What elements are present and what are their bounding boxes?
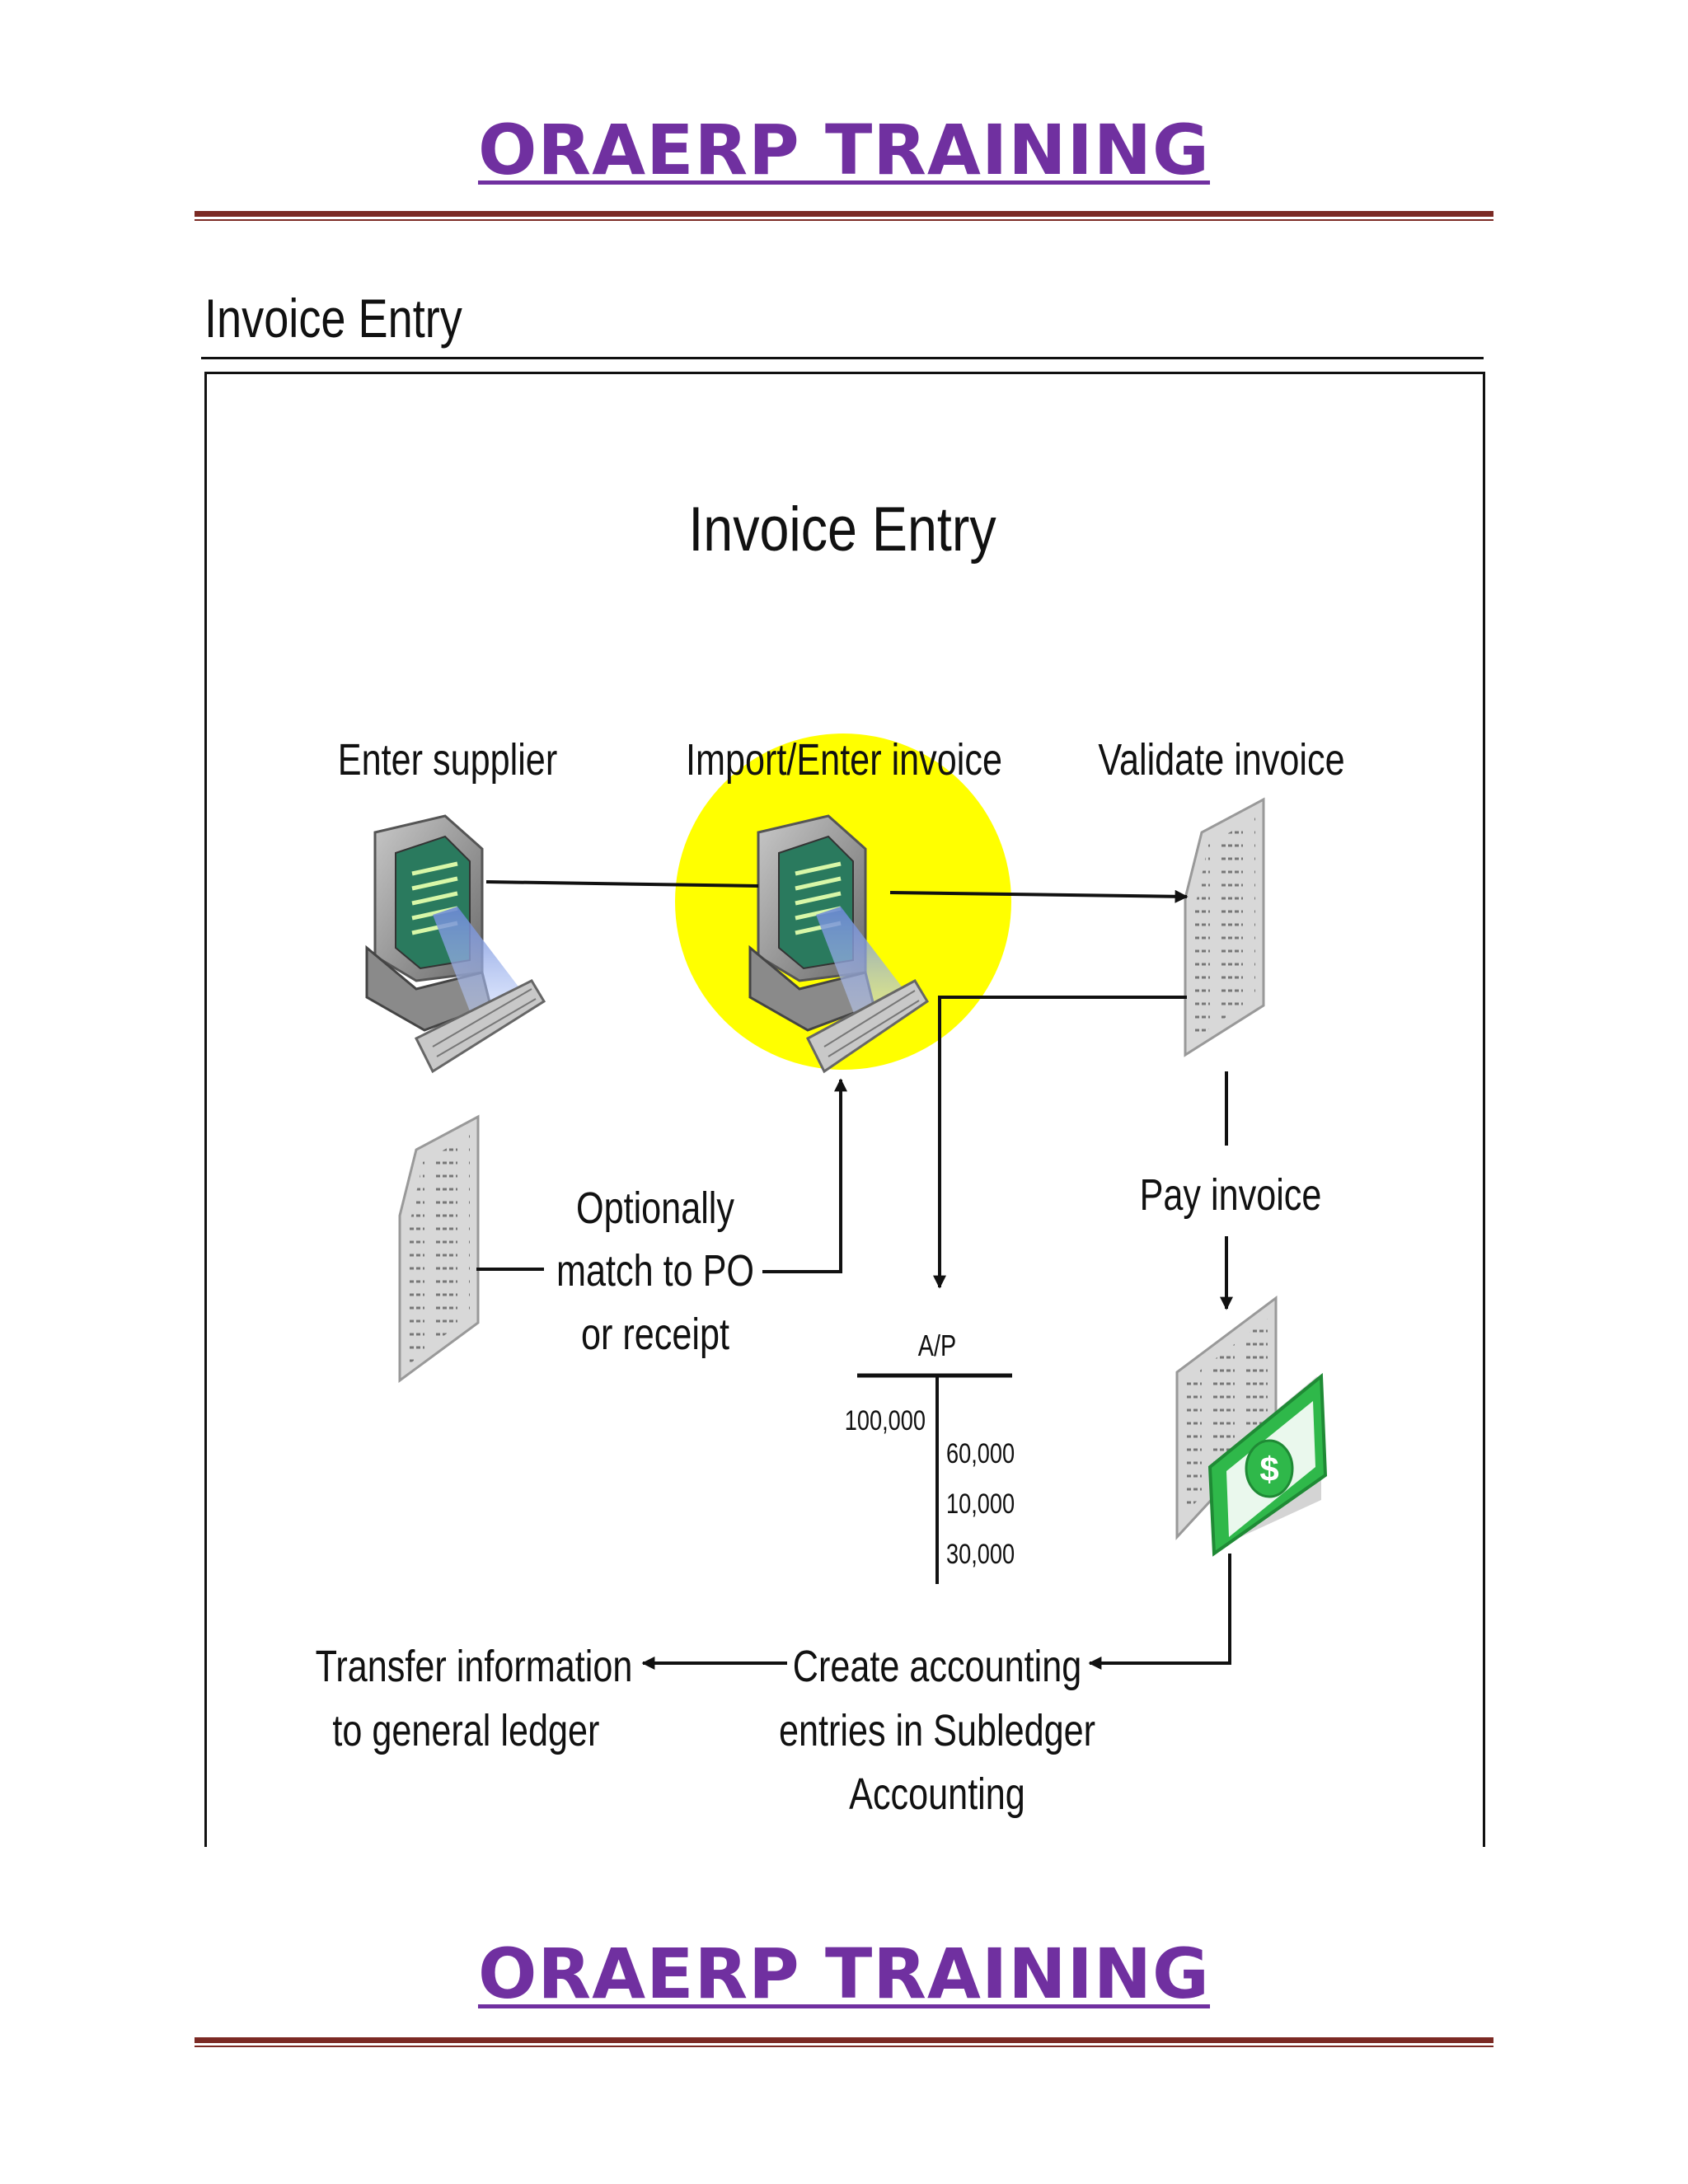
diagram-title: Invoice Entry [688, 494, 996, 564]
step-validate-invoice-label: Validate invoice [1098, 736, 1344, 785]
computer-workstation-icon [748, 814, 930, 1074]
footer-brand: ORAERP TRAINING [477, 1933, 1211, 2014]
ap-t-account: A/P 100,000 60,000 10,000 30,000 [845, 1329, 1015, 1584]
svg-text:$: $ [1259, 1450, 1278, 1488]
t-account-credit-3: 30,000 [946, 1538, 1015, 1570]
t-account-credit-1: 60,000 [946, 1437, 1015, 1469]
diagram-frame-right [1483, 372, 1485, 1847]
connector-match-up [762, 1078, 847, 1273]
t-account-credit-2: 10,000 [946, 1488, 1015, 1520]
step-enter-supplier-label: Enter supplier [338, 736, 557, 785]
footer-rule [195, 2037, 1493, 2047]
optional-match-line-3: or receipt [581, 1310, 729, 1360]
header-rule [195, 211, 1493, 221]
create-accounting-line-2: entries in Subledger [779, 1707, 1095, 1756]
step-pay-invoice-label: Pay invoice [1140, 1171, 1322, 1221]
optional-match-label: Optionally match to PO or receipt [556, 1184, 754, 1360]
invoice-payment-icon: $ [1175, 1296, 1328, 1557]
transfer-gl-label: Transfer information to general ledger [316, 1643, 633, 1756]
transfer-gl-line-2: to general ledger [332, 1707, 599, 1756]
computer-workstation-icon [365, 814, 546, 1074]
create-accounting-line-1: Create accounting [793, 1643, 1081, 1692]
flow-connectors [476, 880, 1233, 1670]
header-brand: ORAERP TRAINING [477, 110, 1211, 190]
document-icon [1184, 797, 1265, 1057]
connector-invoice-to-validate [889, 889, 1189, 903]
t-account-debit: 100,000 [845, 1404, 926, 1436]
diagram-frame-left [204, 372, 207, 1847]
create-accounting-label: Create accounting entries in Subledger A… [779, 1643, 1095, 1820]
connector-payment-to-accounting [1088, 1554, 1231, 1670]
create-accounting-line-3: Accounting [849, 1770, 1025, 1820]
t-account-label: A/P [918, 1329, 956, 1362]
connector-validate-to-ap [933, 996, 1187, 1289]
transfer-gl-line-1: Transfer information [316, 1643, 633, 1692]
dollar-icon: $ [1245, 1439, 1294, 1498]
diagram-frame-top [204, 372, 1485, 374]
step-import-enter-invoice-label: Import/Enter invoice [686, 736, 1002, 785]
section-title: Invoice Entry [204, 288, 462, 349]
document-icon [398, 1114, 480, 1383]
section-underline [201, 357, 1484, 359]
connector-supplier-to-invoice [485, 880, 759, 888]
optional-match-line-2: match to PO [556, 1247, 754, 1296]
optional-match-line-1: Optionally [576, 1184, 735, 1234]
